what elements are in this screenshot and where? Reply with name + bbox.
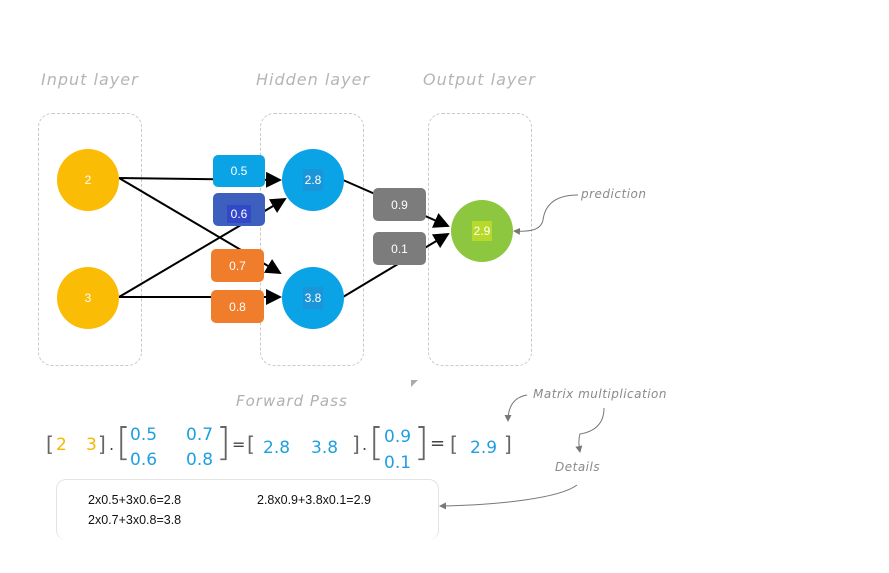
weight-label-0-7: 0.7 (229, 258, 246, 273)
weight-box-0-5: 0.5 (213, 155, 265, 187)
bracket-open-result: [ (450, 432, 458, 456)
eq-w1-0-5: 0.5 (130, 425, 158, 445)
output-node-value: 2.9 (471, 221, 493, 241)
prediction-note: prediction (581, 187, 647, 201)
eq-hidden-2-8: 2.8 (263, 438, 291, 458)
bracket-close-hidden: ] (352, 432, 360, 456)
hidden-layer-title: Hidden layer (256, 70, 370, 89)
eq-result-2-9: 2.9 (470, 438, 498, 458)
weight-box-0-8: 0.8 (211, 290, 264, 323)
bracket-open-input: [ (46, 432, 54, 456)
weight-box-0-1: 0.1 (373, 232, 426, 265)
hidden-node-1-value: 2.8 (302, 169, 324, 191)
input-node-2: 3 (57, 267, 119, 329)
details-line-2: 2x0.7+3x0.8=3.8 (88, 513, 182, 527)
weight-label-0-6: 0.6 (226, 204, 252, 223)
output-layer-box (428, 113, 532, 366)
weight-label-0-9: 0.9 (391, 197, 408, 212)
weight-box-0-7: 0.7 (211, 249, 264, 282)
eq-input-3: 3 (86, 435, 97, 455)
input-node-2-value: 3 (84, 291, 92, 305)
matrix-multiplication-note: Matrix multiplication (533, 387, 667, 401)
input-node-1: 2 (57, 149, 119, 211)
hidden-node-1: 2.8 (282, 149, 344, 211)
output-layer-title: Output layer (423, 70, 536, 89)
equals-operator-1: = (232, 435, 246, 454)
bracket-close-result: ] (504, 432, 512, 456)
weight-label-0-5: 0.5 (230, 164, 248, 178)
details-down-arrow (575, 407, 605, 453)
eq-w1-0-6: 0.6 (130, 450, 158, 470)
input-layer-box (38, 113, 142, 366)
details-left-arrow (439, 484, 578, 510)
small-triangle-mark (411, 380, 418, 387)
input-layer-title: Input layer (41, 70, 139, 89)
edge-h2-o (342, 232, 450, 298)
eq-hidden-3-8: 3.8 (311, 438, 339, 458)
weight-label-0-1: 0.1 (391, 241, 408, 256)
hidden-node-2-value: 3.8 (302, 287, 324, 309)
details-line-1: 2x0.5+3x0.6=2.8 (88, 493, 182, 507)
bracket-close-w1: ] (216, 420, 231, 464)
details-line-3: 2.8x0.9+3.8x0.1=2.9 (257, 493, 371, 507)
details-box (56, 479, 439, 540)
forward-pass-title: Forward Pass (236, 392, 348, 410)
input-node-1-value: 2 (84, 173, 92, 187)
bracket-close-input: ] (98, 432, 106, 456)
bracket-open-hidden: [ (247, 432, 255, 456)
eq-w1-0-7: 0.7 (186, 425, 214, 445)
weight-box-0-6: 0.6 (213, 193, 265, 226)
output-node: 2.9 (451, 200, 513, 262)
equals-operator-2: = (430, 433, 446, 454)
dot-operator-2: . (362, 435, 368, 454)
dot-operator-1: . (109, 435, 115, 454)
weight-box-0-9: 0.9 (373, 188, 426, 221)
matrix-arrow (504, 394, 528, 422)
eq-w1-0-8: 0.8 (186, 450, 214, 470)
hidden-node-2: 3.8 (282, 267, 344, 329)
eq-w2-0-1: 0.1 (384, 453, 412, 473)
eq-input-2: 2 (56, 435, 67, 455)
bracket-open-w1: [ (116, 420, 131, 464)
forward-pass-equation: [ 2 3 ] . [ 0.5 0.7 0.6 0.8 ] = [ 2.8 3.… (46, 420, 526, 473)
hidden-layer-box (260, 113, 364, 366)
bracket-open-w2: [ (369, 420, 384, 464)
bracket-close-w2: ] (414, 420, 429, 464)
details-note: Details (555, 460, 601, 474)
prediction-arrow (513, 194, 579, 235)
weight-label-0-8: 0.8 (229, 299, 246, 314)
eq-w2-0-9: 0.9 (384, 427, 412, 447)
